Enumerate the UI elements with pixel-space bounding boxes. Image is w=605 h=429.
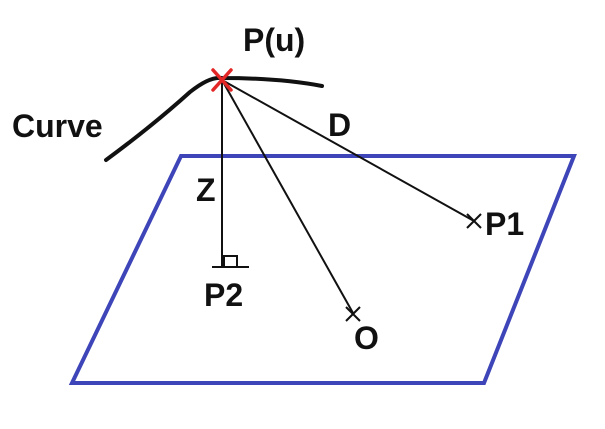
p1-marker xyxy=(466,213,482,229)
curve-line xyxy=(104,75,324,162)
label-d: D xyxy=(328,107,351,143)
label-p2: P2 xyxy=(204,277,243,313)
right-angle-marker xyxy=(212,255,249,268)
label-p1: P1 xyxy=(485,206,524,242)
origin-marker xyxy=(345,306,361,322)
plane xyxy=(68,154,577,385)
label-o: O xyxy=(354,320,379,356)
point-pu-marker xyxy=(211,68,233,92)
distance-line-d xyxy=(221,79,475,222)
label-curve: Curve xyxy=(12,108,103,144)
label-z: Z xyxy=(196,172,216,208)
origin-line xyxy=(221,79,354,314)
label-pu: P(u) xyxy=(243,22,305,58)
